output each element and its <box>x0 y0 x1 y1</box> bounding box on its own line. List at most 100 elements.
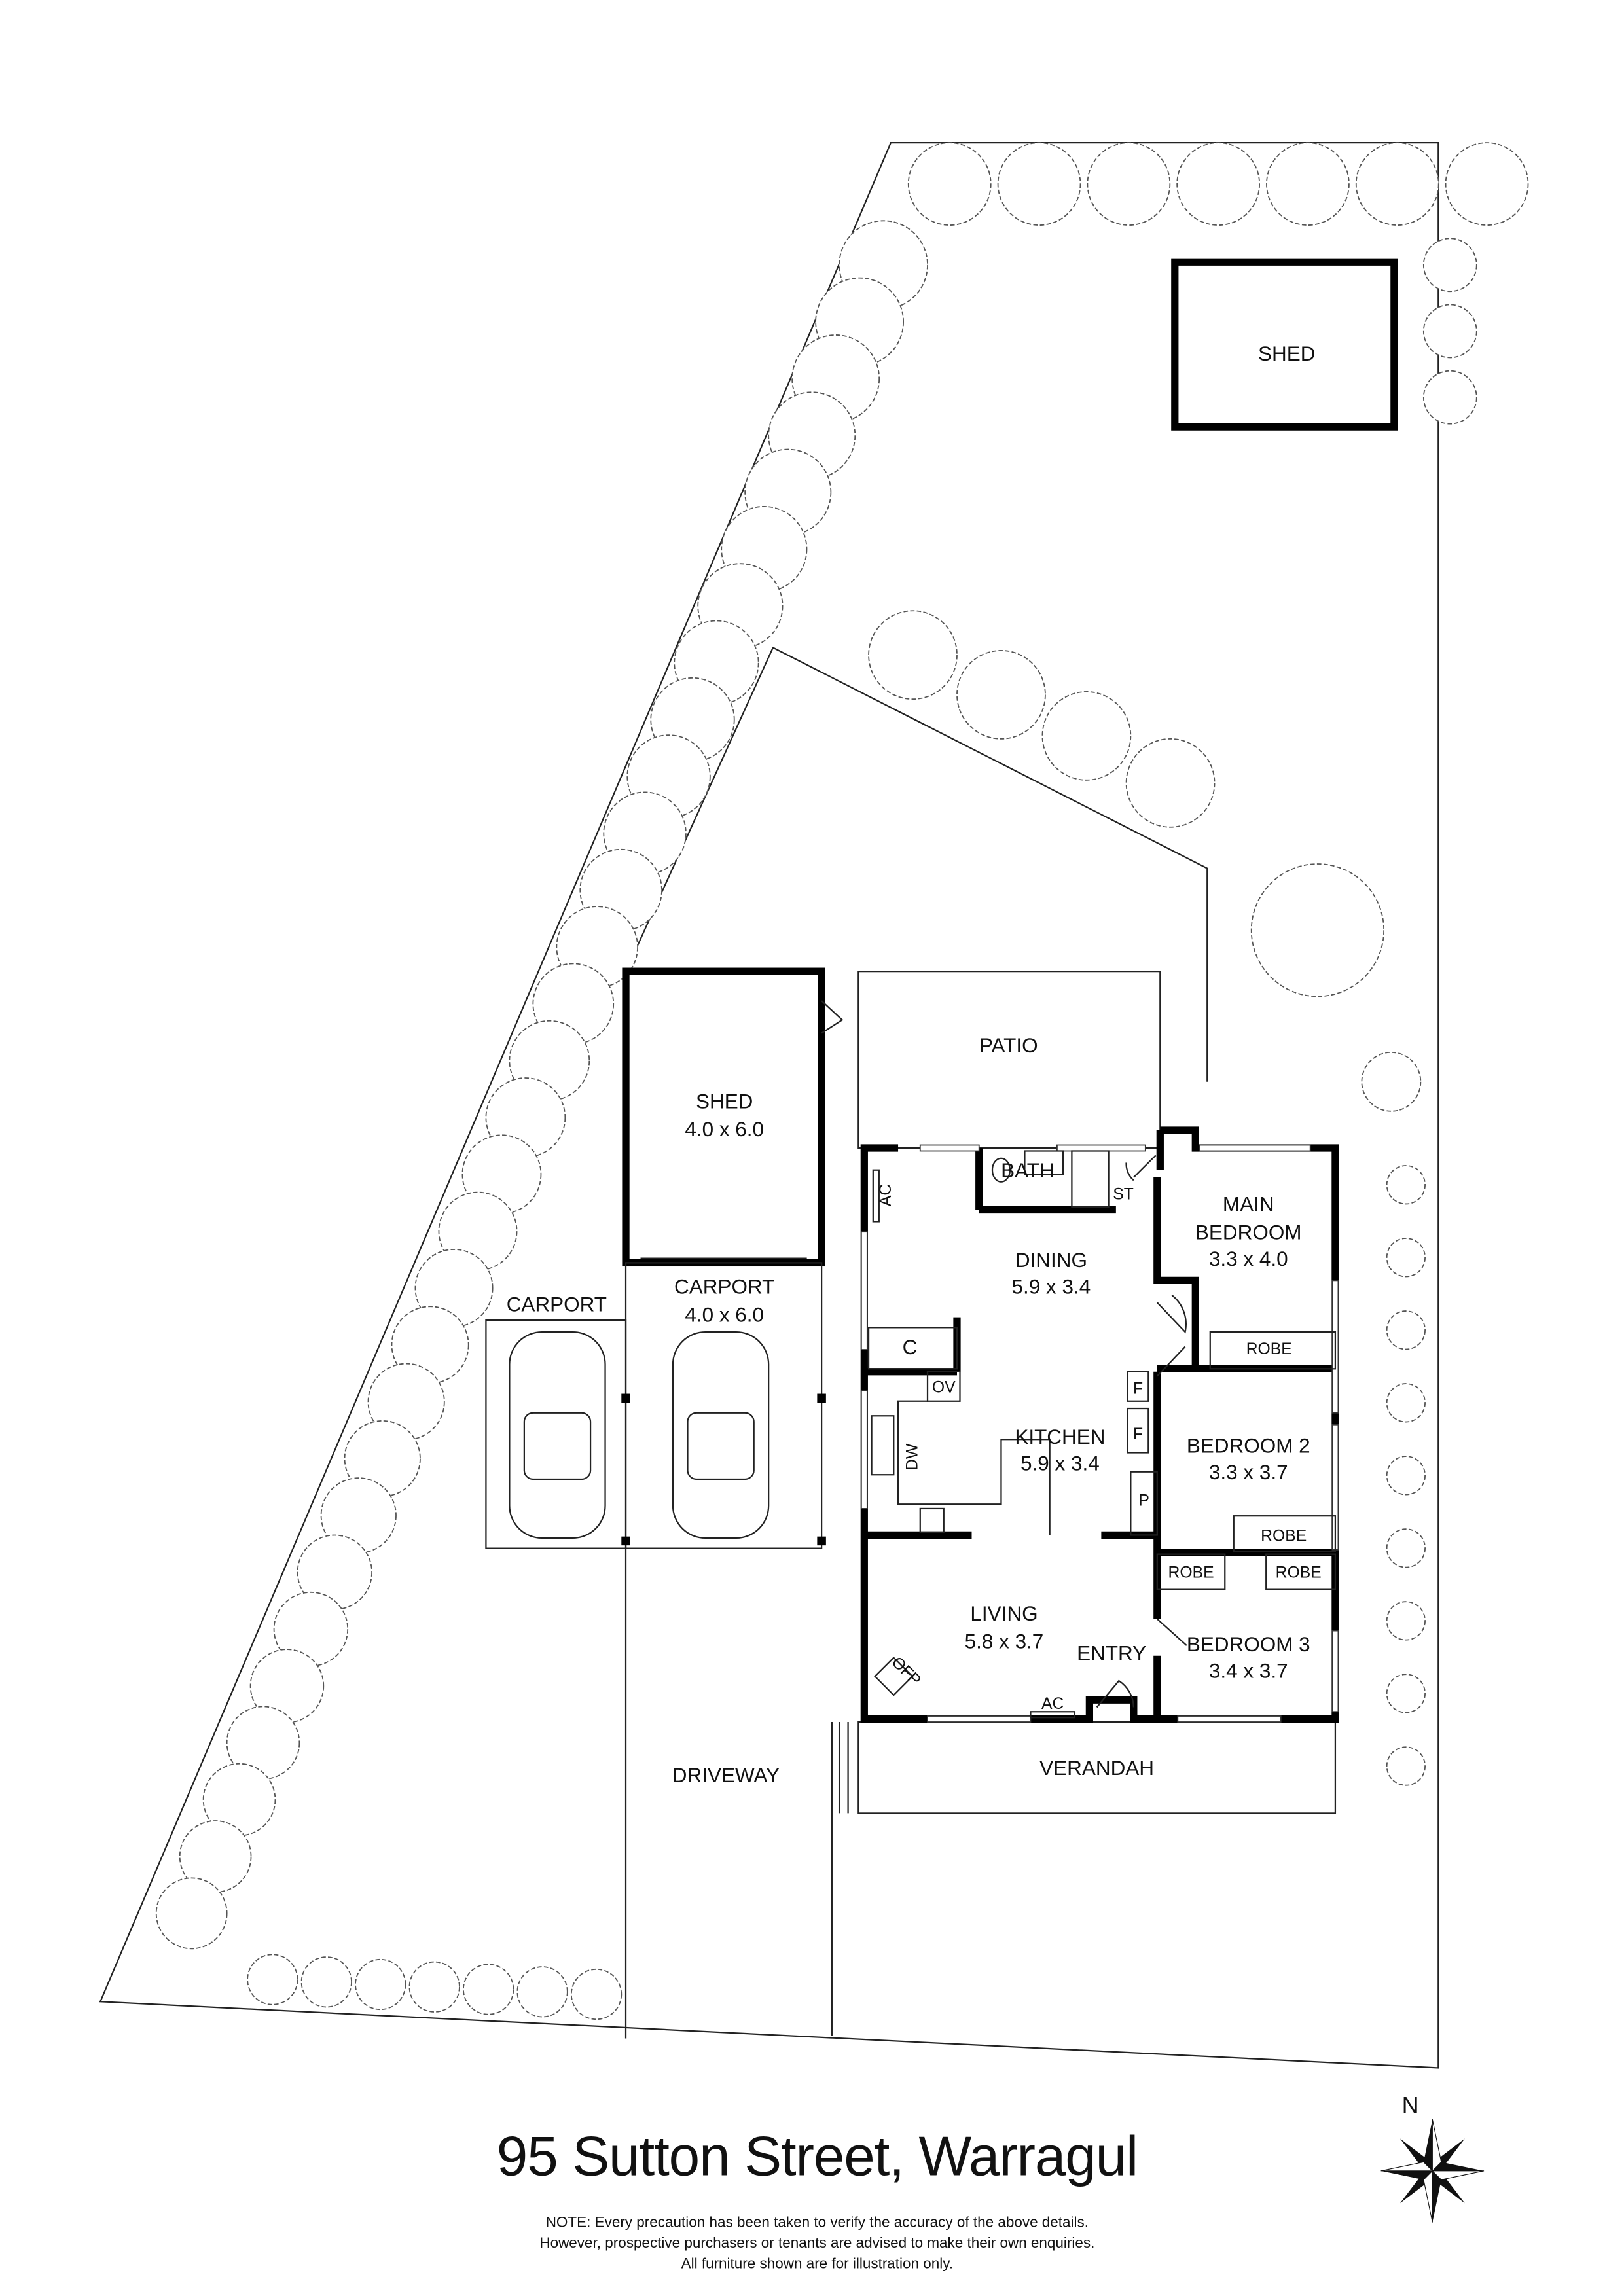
oven <box>926 1371 961 1402</box>
tree-icon <box>297 1534 372 1610</box>
lot-line <box>625 646 1208 1082</box>
robe-bedroom2 <box>1233 1515 1337 1552</box>
main-bedroom-label: MAIN <box>1223 1193 1274 1216</box>
patio-label: PATIO <box>979 1034 1038 1057</box>
tree-icon <box>273 1591 349 1667</box>
doors <box>1096 1155 1187 1708</box>
shed-side-door <box>821 1000 844 1034</box>
living-size: 5.8 x 3.7 <box>965 1630 1044 1653</box>
property-boundary <box>99 142 1439 2069</box>
fridge <box>1127 1371 1149 1402</box>
toilet-icon <box>991 1157 1011 1183</box>
carport-label: CARPORT <box>674 1276 774 1299</box>
trees <box>155 142 1529 2020</box>
tree-icon <box>408 1961 460 2013</box>
bedroom3-label: BEDROOM 3 <box>1187 1633 1310 1656</box>
car-icon <box>672 1331 770 1539</box>
rear-shed <box>1171 258 1398 431</box>
ac-label: AC <box>877 1184 895 1206</box>
disclaimer-line-3: All furniture shown are for illustration… <box>681 2255 953 2271</box>
tree-icon <box>1422 304 1477 359</box>
cooktop-icon <box>919 1507 945 1534</box>
tree-icon <box>344 1420 421 1498</box>
bath-label: BATH <box>1001 1159 1055 1182</box>
driveway-label: DRIVEWAY <box>672 1764 780 1787</box>
robe-bedroom3-a <box>1156 1553 1226 1590</box>
tree-icon <box>907 142 992 226</box>
robe-label: ROBE <box>1168 1564 1214 1582</box>
tree-icon <box>868 610 958 700</box>
tree-icon <box>300 1956 352 2008</box>
bedroom2-size: 3.3 x 3.7 <box>1209 1461 1288 1484</box>
tree-icon <box>1386 1528 1426 1568</box>
fireplace <box>874 1657 914 1696</box>
dishwasher-label: DW <box>903 1443 921 1471</box>
tree-icon <box>1386 1165 1426 1205</box>
cupboard <box>867 1327 958 1370</box>
tree-icon <box>247 1954 298 2005</box>
carport-left <box>485 1319 627 1549</box>
tree-icon <box>463 1964 514 2015</box>
disclaimer-line-2: However, prospective purchasers or tenan… <box>539 2234 1094 2251</box>
fridge <box>1127 1407 1149 1454</box>
tree-icon <box>1361 1051 1422 1112</box>
robe-label: ROBE <box>1276 1564 1322 1582</box>
tree-icon <box>1386 1238 1426 1278</box>
tree-icon <box>1386 1383 1426 1423</box>
basin-icon <box>1024 1150 1064 1175</box>
tree-icon <box>1386 1674 1426 1713</box>
shed-size: 4.0 x 6.0 <box>685 1118 764 1141</box>
house-walls <box>860 1126 1339 1723</box>
tree-icon <box>1266 142 1350 226</box>
carport-left-label: CARPORT <box>507 1293 607 1316</box>
dining-size: 5.9 x 3.4 <box>1012 1276 1091 1299</box>
shed <box>622 967 825 1267</box>
tree-icon <box>570 1968 623 2020</box>
fridge-label: F <box>1133 1426 1143 1443</box>
north-arrow-compass-rose-icon <box>1380 2119 1485 2223</box>
tree-icon <box>1355 142 1439 226</box>
bedroom2-label: BEDROOM 2 <box>1187 1434 1310 1457</box>
kitchen-size: 5.9 x 3.4 <box>1020 1452 1100 1475</box>
carport-posts <box>621 1393 826 1546</box>
patio <box>857 971 1161 1149</box>
ac-unit <box>872 1169 880 1223</box>
living-label: LIVING <box>970 1602 1038 1625</box>
tree-icon <box>956 650 1046 740</box>
tree-icon <box>1125 738 1216 828</box>
tree-icon <box>320 1477 397 1554</box>
robe-label: ROBE <box>1261 1527 1307 1545</box>
shed-label: SHED <box>696 1090 753 1113</box>
fridge-label: F <box>1133 1380 1143 1398</box>
sink-icon <box>871 1415 895 1476</box>
tree-icon <box>1087 142 1171 226</box>
tree-icon <box>1386 1310 1426 1350</box>
tree-icon <box>155 1877 228 1950</box>
property-address-title: 95 Sutton Street, Warragul <box>497 2126 1138 2188</box>
disclaimer-line-1: NOTE: Every precaution has been taken to… <box>546 2214 1089 2230</box>
tree-icon <box>516 1966 568 2018</box>
kitchen-label: KITCHEN <box>1015 1426 1105 1448</box>
tree-icon <box>1176 142 1261 226</box>
dining-label: DINING <box>1015 1249 1087 1272</box>
ac-unit <box>1030 1711 1076 1719</box>
tree-icon <box>997 142 1081 226</box>
verandah-label: VERANDAH <box>1039 1757 1154 1780</box>
bedroom3-size: 3.4 x 3.7 <box>1209 1660 1288 1683</box>
verandah <box>857 1721 1337 1814</box>
car-icon <box>509 1331 606 1539</box>
tree-icon <box>1445 142 1529 226</box>
rear-shed-label: SHED <box>1258 342 1315 365</box>
robe-label: ROBE <box>1246 1340 1292 1358</box>
cupboard-label: C <box>903 1336 918 1359</box>
main-bedroom-label: BEDROOM <box>1195 1221 1302 1244</box>
pantry-label: P <box>1138 1492 1149 1509</box>
tree-icon <box>1422 238 1477 293</box>
tree-icon <box>1386 1456 1426 1496</box>
main-bedroom-size: 3.3 x 4.0 <box>1209 1247 1288 1270</box>
oven-label: OV <box>932 1378 956 1396</box>
robe-main <box>1209 1331 1337 1370</box>
tree-icon <box>355 1958 406 2011</box>
tree-icon <box>1386 1746 1426 1786</box>
